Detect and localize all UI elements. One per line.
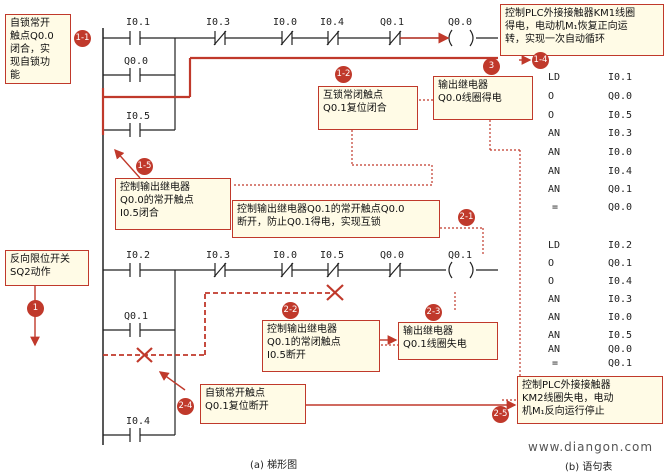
il2-arg-3: I0.3: [608, 294, 633, 305]
il1-op-4: AN: [548, 147, 561, 158]
label-r2-i04: I0.4: [126, 416, 150, 427]
label-r1-q00: Q0.0: [124, 56, 148, 67]
badge-3: 3: [483, 58, 500, 75]
il1-arg-5: I0.4: [608, 166, 633, 177]
il1-op-2: O: [548, 110, 555, 121]
label-r2-coil: Q0.1: [448, 250, 472, 261]
il1-arg-4: I0.0: [608, 147, 633, 158]
label-r1-i04: I0.4: [320, 17, 344, 28]
break-x-marks: [136, 284, 344, 363]
il2-op-5: AN: [548, 330, 561, 341]
label-r1-i01: I0.1: [126, 17, 150, 28]
il2-op-4: AN: [548, 312, 561, 323]
label-r1-i00: I0.0: [273, 17, 297, 28]
il1-op-7: =: [552, 202, 559, 213]
label-r2-i02: I0.2: [126, 250, 150, 261]
caption-ladder: (a) 梯形图: [250, 460, 298, 471]
label-r1-i05: I0.5: [126, 111, 150, 122]
badge-1-1: 1-1: [74, 30, 91, 47]
il2-arg-6: Q0.0: [608, 344, 633, 355]
il1-arg-6: Q0.1: [608, 184, 633, 195]
label-r2-i03: I0.3: [206, 250, 230, 261]
label-r1-q01: Q0.1: [380, 17, 404, 28]
il2-op-1: O: [548, 258, 555, 269]
il2-arg-4: I0.0: [608, 312, 633, 323]
rung-2-deenergized-path: [103, 292, 330, 356]
label-r1-i03: I0.3: [206, 17, 230, 28]
il1-op-5: AN: [548, 166, 561, 177]
badge-1-2: 1-2: [335, 66, 352, 83]
il2-op-6: AN: [548, 344, 561, 355]
badge-2-3: 2-3: [425, 304, 442, 321]
badge-1: 1: [27, 300, 44, 317]
il1-arg-2: I0.5: [608, 110, 633, 121]
il2-arg-0: I0.2: [608, 240, 633, 251]
rung-1-energized-path: [101, 56, 498, 135]
badge-1-5: 1-5: [136, 158, 153, 175]
rung-2: [103, 261, 498, 442]
il2-op-0: LD: [548, 240, 561, 251]
watermark: www.diangon.com: [528, 440, 654, 454]
il1-op-3: AN: [548, 128, 561, 139]
caption-il: (b) 语句表: [565, 462, 613, 473]
badge-2-1: 2-1: [458, 209, 475, 226]
label-r2-i00: I0.0: [273, 250, 297, 261]
il1-op-6: AN: [548, 184, 561, 195]
il2-arg-1: Q0.1: [608, 258, 633, 269]
il1-op-1: O: [548, 91, 555, 102]
il2-op-3: AN: [548, 294, 561, 305]
badge-2-5: 2-5: [492, 406, 509, 423]
il2-arg-7: Q0.1: [608, 358, 633, 369]
il2-op-7: =: [552, 358, 559, 369]
label-r2-q01: Q0.1: [124, 311, 148, 322]
rung-1: [103, 29, 498, 137]
il1-arg-0: I0.1: [608, 72, 633, 83]
il1-arg-1: Q0.0: [608, 91, 633, 102]
arrow-1-5: [114, 148, 141, 179]
il1-op-0: LD: [548, 72, 561, 83]
il1-arg-3: I0.3: [608, 128, 633, 139]
arrow-2-4: [158, 371, 186, 391]
badge-2-4: 2-4: [177, 398, 194, 415]
il1-arg-7: Q0.0: [608, 202, 633, 213]
il2-op-2: O: [548, 276, 555, 287]
il2-arg-2: I0.4: [608, 276, 633, 287]
note-1-4: 控制PLC外接接触器KM1线圈得电，电动机M₁恢复正向运转，实现一次自动循环: [500, 4, 664, 56]
il2-arg-5: I0.5: [608, 330, 633, 341]
label-r2-i05: I0.5: [320, 250, 344, 261]
label-r1-coil: Q0.0: [448, 17, 472, 28]
dotted-connectors: [232, 99, 521, 401]
badge-1-4: 1-4: [532, 52, 549, 69]
badge-2-2: 2-2: [282, 302, 299, 319]
label-r2-q00: Q0.0: [380, 250, 404, 261]
